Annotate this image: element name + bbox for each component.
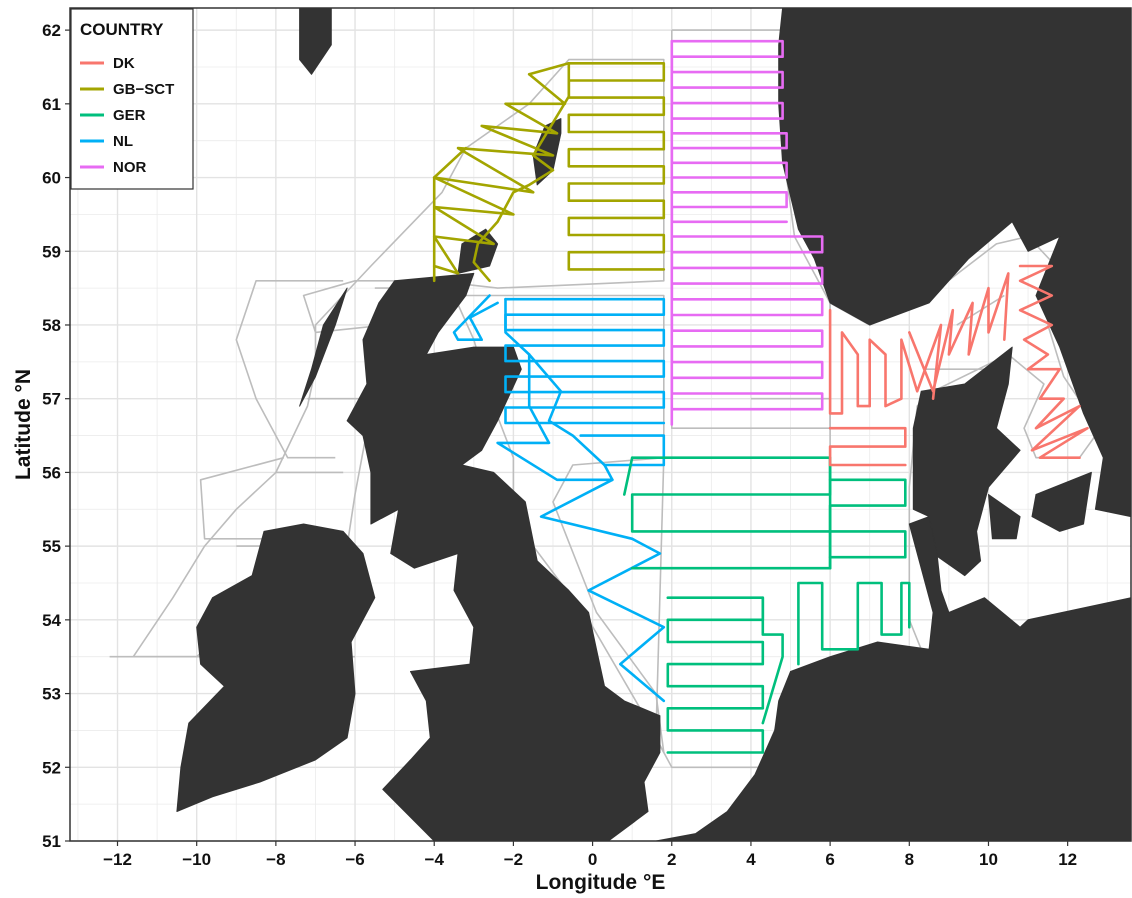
x-tick-label: −10 [182,850,211,869]
survey-track-dk [907,272,1010,393]
survey-area-outline [199,456,285,540]
x-axis-ticks: −12 −10 −8 −6 −4 −2 0 2 4 6 8 10 12 [103,841,1077,869]
y-tick-label: 53 [42,685,61,704]
legend-title: COUNTRY [80,20,164,39]
y-tick-label: 57 [42,390,61,409]
x-tick-label: 12 [1058,850,1077,869]
jutland-landmass [912,346,1021,577]
legend: COUNTRY DK GB−SCT GER NL NOR [70,8,194,190]
y-tick-label: 59 [42,242,61,261]
norway-landmass [778,7,1132,518]
legend-label-dk: DK [113,55,135,72]
x-tick-label: −12 [103,850,132,869]
survey-track-ger [666,596,765,754]
legend-label-ger: GER [113,107,146,124]
survey-track-nor [670,39,784,120]
ireland-landmass [176,523,376,812]
legend-box [70,8,194,190]
x-tick-label: 4 [746,850,756,869]
y-tick-label: 56 [42,463,61,482]
zealand-island [1031,471,1092,532]
y-tick-label: 52 [42,758,61,777]
survey-area-outline [235,279,344,459]
danish-islands [988,494,1021,540]
survey-track-gbsct [432,146,468,179]
x-tick-label: −4 [425,850,445,869]
x-tick-label: 8 [905,850,914,869]
y-tick-label: 62 [42,21,61,40]
survey-track-dk [1018,264,1089,460]
survey-track-nl [452,294,499,342]
faroe-islands [299,7,332,75]
survey-track-nor [670,235,824,411]
survey-track-ger [761,596,784,725]
y-axis-title: Latitude °N [12,369,35,480]
survey-tracks [432,39,1089,754]
x-tick-label: −8 [266,850,285,869]
survey-track-nl [579,434,666,467]
legend-label-nl: NL [113,133,133,150]
survey-track-dk [828,308,943,415]
y-tick-label: 61 [42,95,61,114]
survey-track-nor [670,132,788,224]
legend-entries: DK GB−SCT GER NL NOR [80,55,174,176]
y-tick-label: 58 [42,316,61,335]
x-tick-label: −6 [345,850,364,869]
x-tick-label: −2 [504,850,523,869]
x-tick-label: 2 [667,850,676,869]
y-tick-label: 54 [42,611,61,630]
survey-track-gbsct [567,61,666,271]
survey-track-gbsct [432,73,567,275]
x-tick-label: 0 [588,850,597,869]
legend-label-gbsct: GB−SCT [113,81,174,98]
survey-track-ger [622,456,634,496]
survey-track-ger [797,581,911,666]
x-tick-label: 6 [825,850,834,869]
land-masses [176,7,1132,842]
x-tick-label: 10 [979,850,998,869]
survey-track-nl [527,353,614,482]
survey-track-gbsct [472,61,571,283]
y-axis-ticks: 51 52 53 54 55 56 57 58 59 60 61 62 [42,21,70,851]
survey-track-nl [504,297,666,425]
panel-border [69,7,1132,842]
x-axis-title: Longitude °E [536,871,666,894]
hebrides-islands [299,287,348,407]
y-tick-label: 60 [42,169,61,188]
survey-track-dk [828,426,907,467]
continent-landmass [647,516,1132,842]
survey-track-gbsct [527,61,571,76]
y-tick-label: 55 [42,537,61,556]
y-tick-label: 51 [42,832,61,851]
great-britain-landmass [346,272,661,842]
legend-label-nor: NOR [113,159,147,176]
